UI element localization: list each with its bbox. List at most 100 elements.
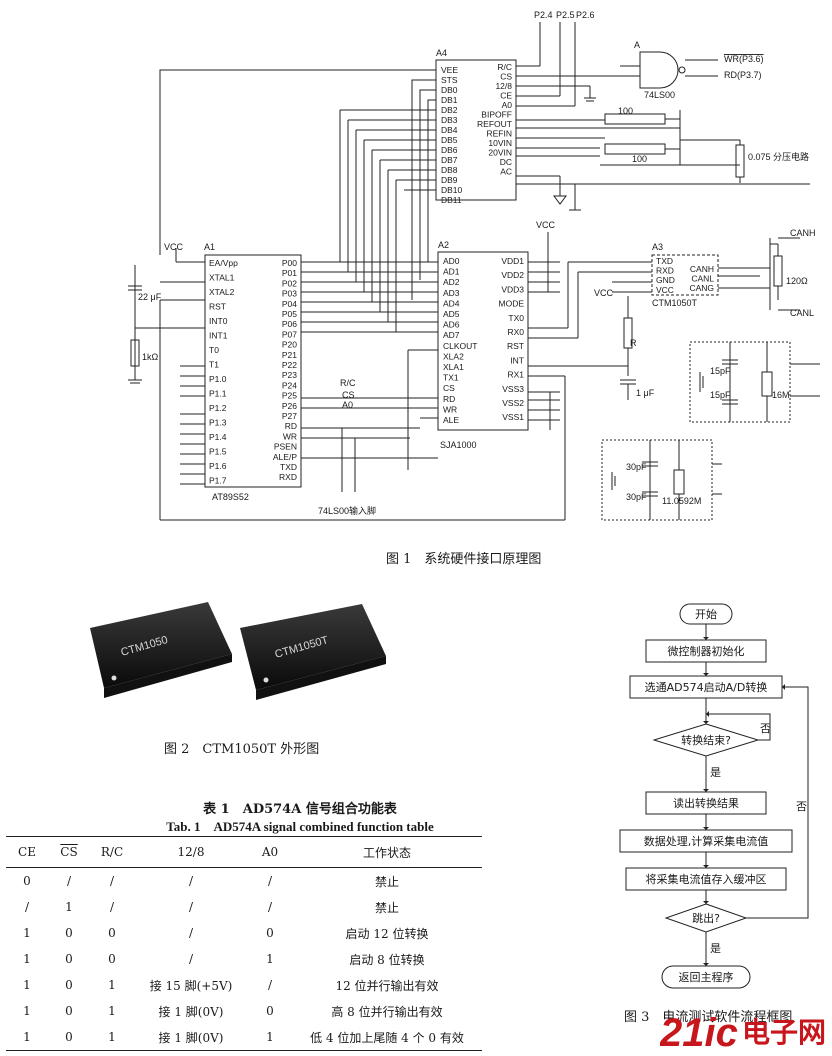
pin-label: CS [500, 72, 512, 82]
divider-label: 0.075 分压电路 [748, 151, 809, 162]
pin-label: CANH [690, 264, 714, 274]
pin-label: A0 [502, 100, 513, 110]
ctm1050t-photo: CTM1050 CTM1050T [90, 602, 386, 700]
pin-label: DB3 [441, 115, 458, 125]
pin-label: ALE/P [273, 452, 297, 462]
vcc-a2-label: VCC [536, 220, 556, 230]
pin-label: DB0 [441, 85, 458, 95]
table-header: 工作状态 [292, 836, 482, 868]
pin-label: CANL [691, 274, 714, 284]
pin-label: P21 [282, 350, 297, 360]
table-cell: 禁止 [374, 900, 399, 915]
table-row: /1///禁止 [6, 894, 482, 920]
table-header: CS [48, 836, 90, 868]
vcc-a3-label: VCC [594, 288, 614, 298]
sja1000-label: SJA1000 [440, 440, 477, 450]
figure3-caption: 图 3 电流测试软件流程框图 [624, 1010, 793, 1025]
c6-label: 1 μF [636, 388, 655, 398]
watermark-cn: 电子网 [742, 1016, 826, 1049]
pin-label: RX0 [507, 327, 524, 337]
figure1-caption: 图 1 系统硬件接口原理图 [386, 552, 542, 567]
pin-label: RD [285, 421, 297, 431]
pin-label: AC [500, 167, 512, 177]
table-header: 12/8 [134, 836, 248, 868]
pin-label: DC [500, 157, 512, 167]
table-cell: / [188, 926, 194, 940]
a4-label: A4 [436, 48, 447, 58]
table-cell: 1 [6, 1024, 48, 1051]
pin-label: CLKOUT [443, 341, 477, 351]
table-cell: / [267, 874, 273, 888]
pin-label: DB2 [441, 105, 458, 115]
pin-label: DB4 [441, 125, 458, 135]
pin-label: AD5 [443, 309, 460, 319]
table-cell: 低 4 位加上尾随 4 个 0 有效 [292, 1024, 482, 1051]
pin-label: T1 [209, 360, 219, 370]
table-row: 0////禁止 [6, 868, 482, 895]
pin-label: INT [510, 355, 524, 365]
table-cell: / [267, 900, 273, 914]
pin-label: RXD [279, 472, 297, 482]
table-cell: 禁止 [374, 874, 399, 889]
c5-label: 22 μF [138, 292, 162, 302]
table-cell: 1 [23, 952, 31, 966]
flow-start-ad: 选通AD574启动A/D转换 [645, 680, 768, 694]
pin-label: P26 [282, 401, 297, 411]
pin-label: VCC [656, 285, 674, 295]
table-cell: 1 [248, 1024, 292, 1051]
pin-label: XLA1 [443, 362, 464, 372]
pin-label: P06 [282, 319, 297, 329]
pin-label: XTAL1 [209, 273, 235, 283]
pin-label: DB8 [441, 165, 458, 175]
pin-label: CANG [689, 283, 714, 293]
flow-no2-label: 否 [796, 800, 807, 813]
c3-label: 15pF [710, 366, 731, 376]
c2-label: 30pF [626, 462, 647, 472]
table-header: R/C [90, 836, 134, 868]
pin-label: 10VIN [488, 138, 512, 148]
table-cell: 0 [65, 1004, 73, 1018]
pin-label: MODE [499, 299, 525, 309]
table-cell: / [188, 900, 194, 914]
pin-label: P04 [282, 299, 297, 309]
ctm1050t-chip-image [240, 604, 386, 690]
rc-label: R/C [340, 378, 356, 388]
r1-label: 1kΩ [142, 352, 159, 362]
flow-process: 数据处理,计算采集电流值 [644, 834, 769, 848]
pin-label: R/C [497, 62, 512, 72]
pin-label: 20VIN [488, 148, 512, 158]
pin-label: P02 [282, 278, 297, 288]
system-hardware-schematic: P2.4 P2.5 P2.6 A4 A 74LS00 WR(P3.6) RD(P… [128, 10, 820, 521]
gate-a-label: A [634, 40, 640, 50]
pin-label: T0 [209, 345, 219, 355]
table1-title-en: Tab. 1 AD574A signal combined function t… [166, 819, 434, 834]
pin-label: P01 [282, 268, 297, 278]
pin-label: VDD2 [501, 270, 524, 280]
pin-label: INT1 [209, 331, 228, 341]
pin-label: DB11 [441, 195, 462, 205]
a3-label: A3 [652, 242, 663, 252]
vcc-a1-label: VCC [164, 242, 184, 252]
pin-label: P05 [282, 309, 297, 319]
pin-label: RD [443, 394, 455, 404]
wr-label: WR(P3.6) [724, 54, 764, 64]
r3-label: 120Ω [786, 276, 808, 286]
c1-label: 30pF [626, 492, 647, 502]
table-cell: 接 1 脚(0V) [134, 1024, 248, 1051]
p25-label: P2.5 [556, 10, 575, 20]
pin-label: WR [443, 404, 457, 414]
pin-label: TXD [280, 462, 297, 472]
pin-label: P1.1 [209, 389, 227, 399]
a3-ctm1050t-chip [651, 254, 719, 296]
pin-label: P1.7 [209, 476, 227, 486]
pin-label: P24 [282, 380, 297, 390]
pin-label: DB6 [441, 145, 458, 155]
pin-label: RX1 [507, 370, 524, 380]
pin-label: DB9 [441, 175, 458, 185]
p24-label: P2.4 [534, 10, 553, 20]
table-cell: 0 [23, 874, 31, 888]
pin-label: ALE [443, 415, 459, 425]
flowchart: 开始 微控制器初始化 选通AD574启动A/D转换 转换结束? 读出转换结果 数… [619, 603, 809, 989]
